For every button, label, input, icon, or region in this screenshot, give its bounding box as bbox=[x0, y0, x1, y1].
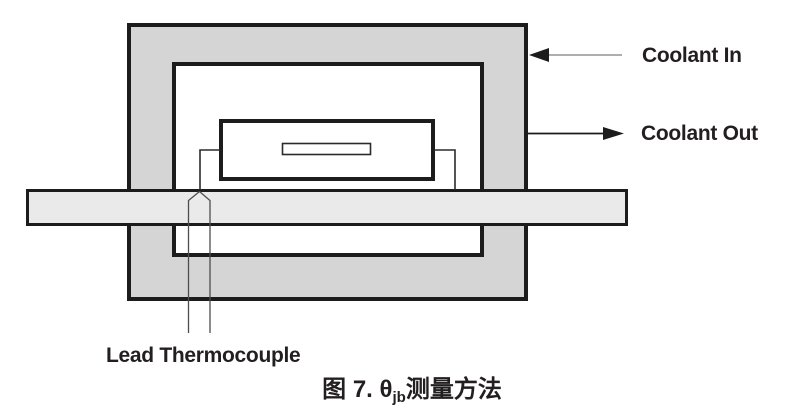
caption-theta-subscript: jb bbox=[392, 389, 406, 406]
thermocouple-wire-right bbox=[199, 191, 211, 333]
coolant-in-arrowhead bbox=[529, 48, 549, 62]
caption-theta: θ bbox=[379, 376, 393, 403]
right-lead bbox=[434, 149, 456, 190]
test-board bbox=[26, 189, 628, 226]
die bbox=[281, 142, 372, 156]
coolant-out-arrowhead bbox=[603, 127, 624, 140]
coolant-in-label: Coolant In bbox=[642, 44, 742, 67]
figure-caption: 图 7. θjb测量方法 bbox=[322, 377, 502, 411]
caption-prefix: 图 7. bbox=[322, 376, 380, 403]
caption-suffix: 测量方法 bbox=[405, 376, 502, 403]
coolant-out-label: Coolant Out bbox=[641, 122, 758, 145]
left-lead bbox=[199, 149, 220, 190]
lead-thermocouple-label: Lead Thermocouple bbox=[106, 344, 301, 367]
thermocouple-wire-left bbox=[187, 190, 200, 333]
